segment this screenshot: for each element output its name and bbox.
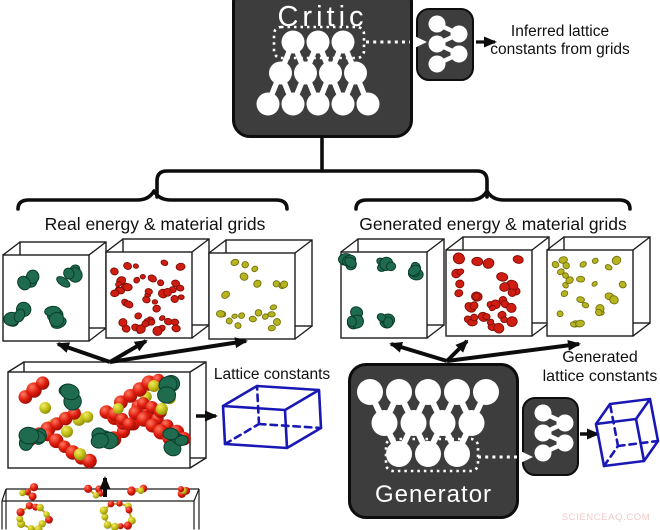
generator-to-grid-arrow-1: [389, 341, 448, 363]
lattice-constants-caption: Lattice constants: [213, 366, 331, 383]
split-bracket: [16, 137, 632, 211]
crystal-structure-box: [7, 361, 207, 469]
right-brace: [354, 189, 632, 211]
generator-lattice-head-box: [522, 397, 579, 476]
inferred-lattice-caption: Inferred lattice constants from grids: [480, 23, 640, 60]
watermark-text: SCIENCEAQ.COM: [561, 512, 651, 523]
structure-to-grid-arrow-2: [108, 339, 148, 364]
real-material-grid-a: [105, 238, 210, 339]
generated-energy-grid: [338, 238, 445, 339]
lattice-cube-real: [221, 384, 323, 450]
generated-material-grid-b: [546, 236, 651, 337]
generator-to-grid-arrow-2: [445, 339, 469, 363]
critic-title: Critic: [277, 1, 368, 33]
real-branch-label: Real energy & material grids: [44, 214, 266, 234]
critic-lattice-head-box: [416, 8, 474, 81]
left-brace: [16, 189, 289, 211]
generated-lattice-caption-line1: Generated: [562, 349, 638, 366]
inferred-lattice-caption-line2: constants from grids: [490, 41, 630, 59]
generated-branch-label: Generated energy & material grids: [359, 214, 627, 234]
structure-to-grid-arrow-3: [109, 337, 248, 364]
generated-lattice-caption-line2: lattice constants: [542, 367, 658, 385]
generated-lattice-caption: Generated lattice constants: [530, 349, 660, 387]
generated-material-grid-a: [445, 236, 550, 337]
inferred-lattice-caption-line1: Inferred lattice: [510, 23, 610, 40]
crystal-structure-layer: [7, 361, 207, 469]
lattice-cube-generated: [594, 397, 660, 468]
branch-bracket: [155, 169, 489, 199]
structure-fragment-box: [1, 483, 200, 530]
grid-cubes-layer: [2, 236, 651, 342]
structure-fragment-layer: [1, 483, 200, 530]
real-material-grid-b: [208, 239, 313, 340]
real-energy-grid: [2, 241, 107, 342]
generator-title: Generator: [374, 481, 493, 508]
structure-to-grid-arrow-1: [56, 342, 111, 364]
